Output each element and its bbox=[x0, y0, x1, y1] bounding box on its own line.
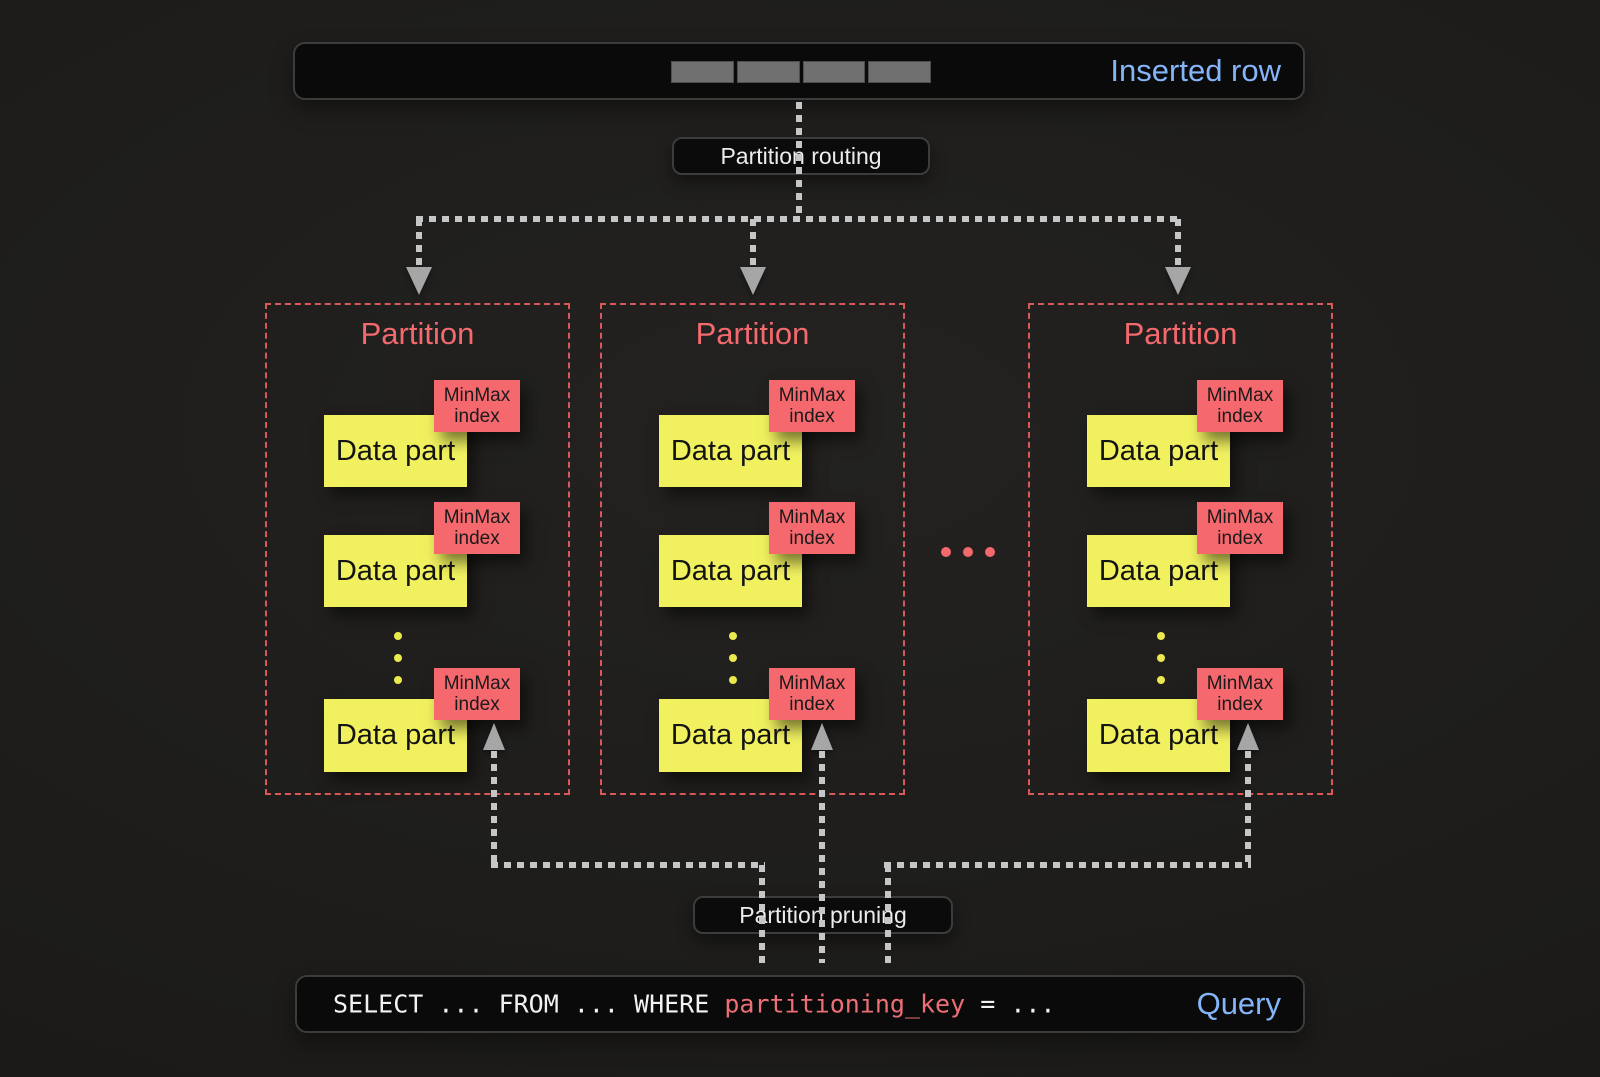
sql-prefix: SELECT ... FROM ... WHERE bbox=[333, 989, 725, 1019]
data-part-box: Data part bbox=[1087, 415, 1230, 487]
arrow-up-icon bbox=[811, 723, 833, 750]
dotted-connector bbox=[1245, 751, 1251, 868]
row-segment bbox=[868, 61, 931, 83]
arrow-up-icon bbox=[1237, 723, 1259, 750]
data-part-box: Data part bbox=[324, 699, 467, 772]
vertical-ellipsis-icon bbox=[1157, 632, 1165, 698]
sql-suffix: = ... bbox=[965, 989, 1056, 1019]
inserted-row-bar: Inserted row bbox=[293, 42, 1305, 100]
minmax-index-tag: MinMax index bbox=[434, 502, 520, 554]
dotted-connector bbox=[1175, 219, 1181, 269]
dotted-connector bbox=[491, 862, 765, 868]
minmax-index-tag: MinMax index bbox=[434, 380, 520, 432]
row-segment bbox=[671, 61, 734, 83]
partition-box: Partition MinMax index Data part MinMax … bbox=[600, 303, 905, 795]
arrow-down-icon bbox=[1165, 267, 1191, 295]
vertical-ellipsis-icon bbox=[729, 632, 737, 698]
dotted-connector bbox=[416, 219, 422, 269]
arrow-down-icon bbox=[740, 267, 766, 295]
minmax-index-tag: MinMax index bbox=[769, 380, 855, 432]
dotted-connector bbox=[416, 216, 1181, 222]
query-bar: SELECT ... FROM ... WHERE partitioning_k… bbox=[295, 975, 1305, 1033]
minmax-index-tag: MinMax index bbox=[769, 502, 855, 554]
minmax-index-tag: MinMax index bbox=[1197, 502, 1283, 554]
query-label: Query bbox=[1196, 986, 1281, 1021]
minmax-index-tag: MinMax index bbox=[1197, 668, 1283, 720]
dotted-connector bbox=[491, 751, 497, 868]
minmax-index-tag: MinMax index bbox=[769, 668, 855, 720]
dotted-connector bbox=[750, 219, 756, 269]
arrow-down-icon bbox=[406, 267, 432, 295]
dotted-connector bbox=[884, 862, 1251, 868]
inserted-row-cells-icon bbox=[671, 61, 931, 83]
sql-text: SELECT ... FROM ... WHERE partitioning_k… bbox=[333, 990, 1055, 1019]
minmax-index-tag: MinMax index bbox=[1197, 380, 1283, 432]
dotted-connector bbox=[796, 102, 802, 219]
row-segment bbox=[802, 61, 866, 83]
partition-title: Partition bbox=[695, 316, 810, 351]
minmax-index-tag: MinMax index bbox=[434, 668, 520, 720]
horizontal-ellipsis-icon bbox=[941, 547, 995, 557]
row-segment bbox=[736, 61, 800, 83]
dotted-connector bbox=[885, 865, 891, 963]
inserted-row-label: Inserted row bbox=[1110, 53, 1281, 88]
dotted-connector bbox=[819, 751, 825, 963]
sql-partitioning-key: partitioning_key bbox=[724, 989, 966, 1019]
data-part-box: Data part bbox=[1087, 699, 1230, 772]
partition-box: Partition MinMax index Data part MinMax … bbox=[1028, 303, 1333, 795]
vertical-ellipsis-icon bbox=[394, 632, 402, 698]
data-part-box: Data part bbox=[324, 415, 467, 487]
partition-title: Partition bbox=[1123, 316, 1238, 351]
partition-box: Partition MinMax index Data part MinMax … bbox=[265, 303, 570, 795]
dotted-connector bbox=[759, 865, 765, 963]
arrow-up-icon bbox=[483, 723, 505, 750]
partition-title: Partition bbox=[360, 316, 475, 351]
